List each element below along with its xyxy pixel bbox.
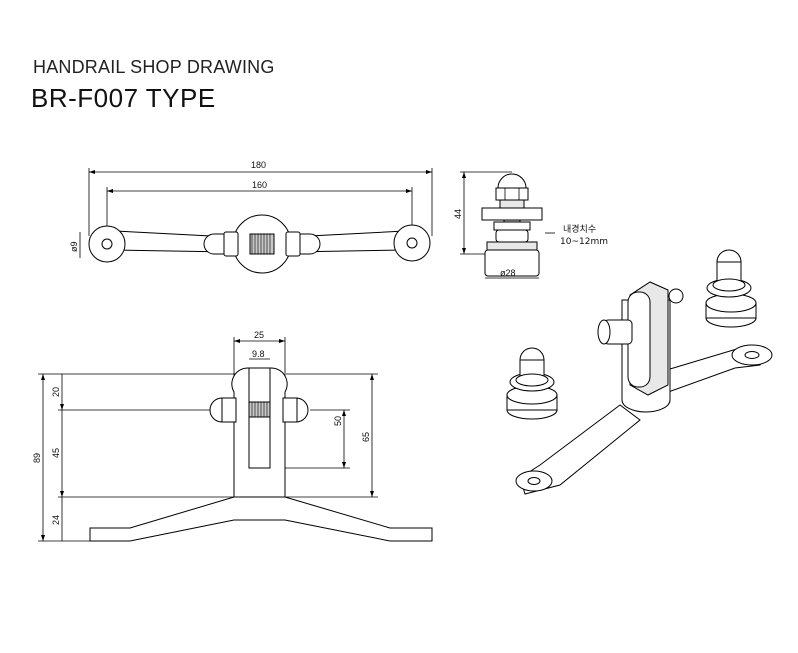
dim-89: 89 <box>32 453 42 463</box>
dim-65: 65 <box>361 432 371 442</box>
dim-180: 180 <box>251 160 266 170</box>
drawing-title: BR-F007 TYPE <box>31 83 216 113</box>
dim-45: 45 <box>51 448 61 458</box>
dim-44: 44 <box>453 209 463 219</box>
dim-9-8: 9.8 <box>252 349 265 359</box>
dim-hole: ø9 <box>69 241 79 252</box>
drawing-subtitle: HANDRAIL SHOP DRAWING <box>33 57 275 77</box>
dim-50: 50 <box>333 416 343 426</box>
dim-25: 25 <box>254 330 264 340</box>
dim-dia28: ø28 <box>500 268 516 278</box>
isometric-view <box>506 249 773 495</box>
dim-20: 20 <box>51 387 61 397</box>
dim-160: 160 <box>252 180 267 190</box>
front-view: 25 9.8 89 20 45 24 50 65 <box>32 330 433 542</box>
top-view: 180 160 ø9 <box>69 160 433 274</box>
dim-24: 24 <box>51 515 61 525</box>
note-korean: 내경치수 <box>563 223 596 235</box>
note-range: 10~12mm <box>560 237 608 247</box>
side-view: 44 ø28 내경치수 10~12mm <box>453 171 608 279</box>
